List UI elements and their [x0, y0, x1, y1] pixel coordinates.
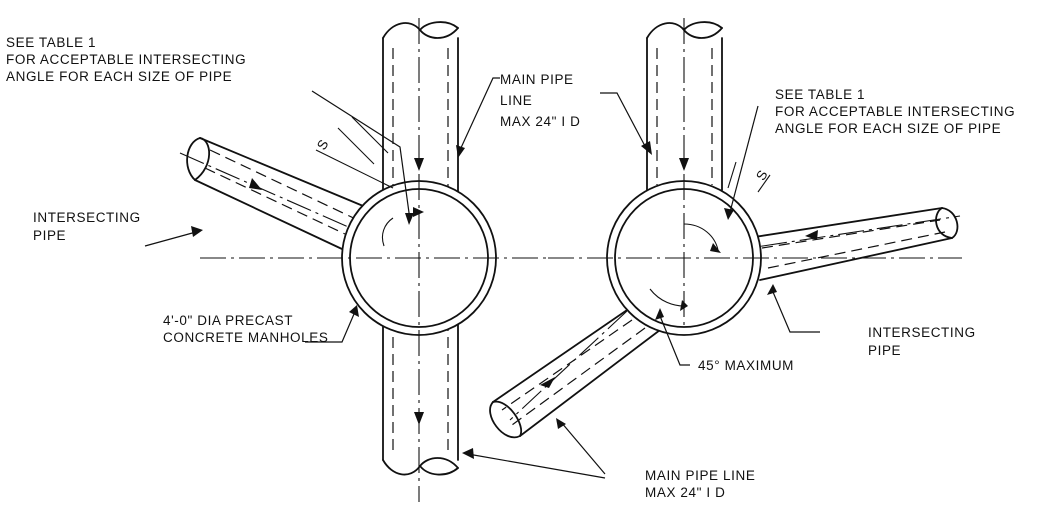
- left-intersecting-pipe-label-line-1: INTERSECTING: [33, 210, 141, 225]
- left-main-pipe-label-line-1: MAIN PIPE: [500, 72, 574, 87]
- left-detail: [179, 18, 552, 502]
- manhole-label-line-1: 4'-0" DIA PRECAST: [163, 313, 293, 328]
- right-intersecting-pipe-label-line-2: PIPE: [868, 343, 901, 358]
- max-angle-label: 45° MAXIMUM: [698, 358, 794, 373]
- left-note-angle-line-3: ANGLE FOR EACH SIZE OF PIPE: [6, 69, 232, 84]
- left-main-pipe-label-line-2: LINE: [500, 93, 532, 108]
- right-note-angle-line-3: ANGLE FOR EACH SIZE OF PIPE: [775, 121, 1001, 136]
- manhole-label-line-2: CONCRETE MANHOLES: [163, 330, 328, 345]
- bottom-note-line-2: MAX 24" I D: [645, 485, 725, 500]
- right-note-angle-line-2: FOR ACCEPTABLE INTERSECTING: [775, 104, 1015, 119]
- right-intersecting-pipe-label-line-1: INTERSECTING: [868, 325, 976, 340]
- left-note-angle-line-2: FOR ACCEPTABLE INTERSECTING: [6, 52, 246, 67]
- leader-lines: [144, 77, 820, 479]
- bottom-note-line-1: MAIN PIPE LINE: [645, 468, 755, 483]
- left-intersecting-pipe-label-line-2: PIPE: [33, 228, 66, 243]
- right-spacing-symbol: S: [753, 167, 771, 183]
- left-note-angle-line-1: SEE TABLE 1: [6, 35, 96, 50]
- right-detail: [489, 18, 962, 439]
- right-main-pipe: [646, 21, 723, 191]
- left-main-pipe-label-line-3: MAX 24" I D: [500, 114, 580, 129]
- left-intersecting-pipe: [179, 137, 420, 259]
- right-note-angle-line-1: SEE TABLE 1: [775, 87, 865, 102]
